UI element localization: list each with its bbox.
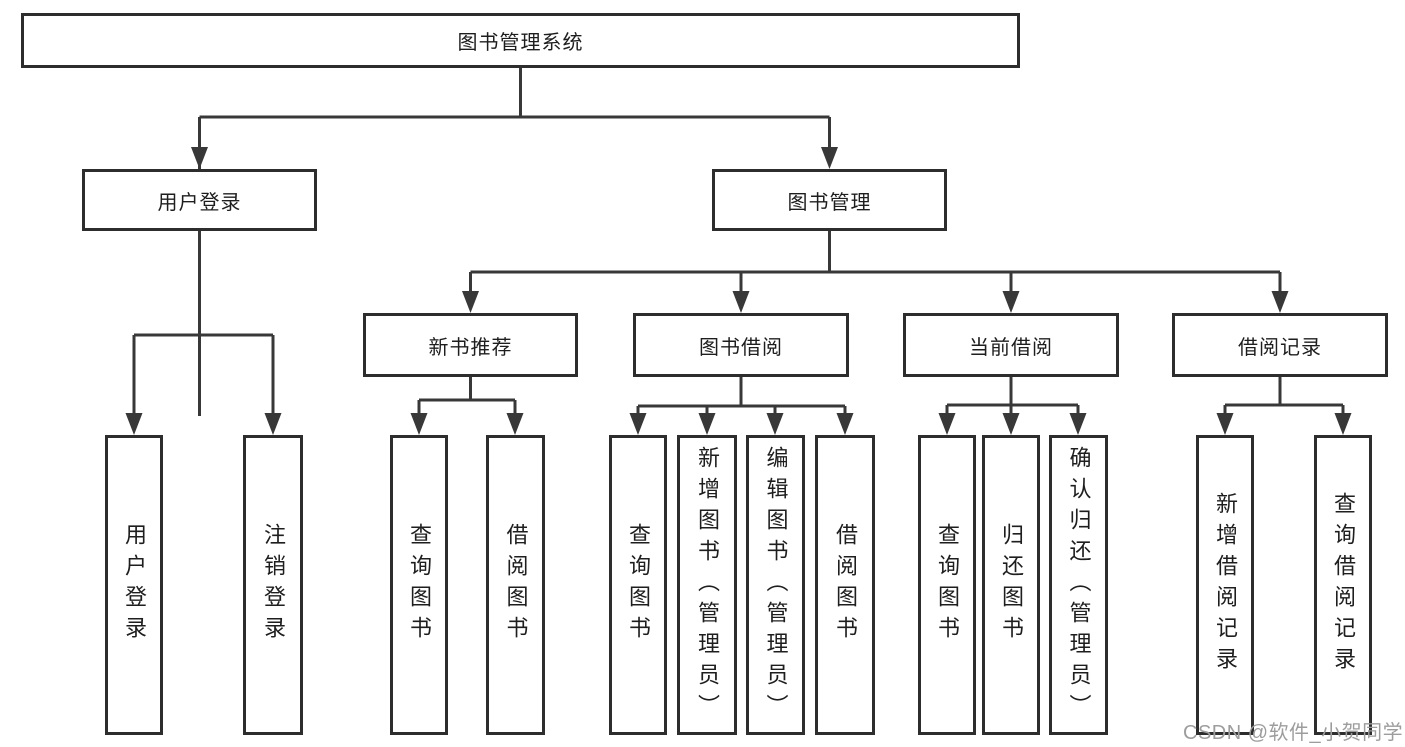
connector-records-to-leaves — [1223, 377, 1345, 416]
connector-current-to-leaves — [945, 377, 1080, 416]
node-label: 新增图书（管理员） — [695, 445, 720, 725]
leaf-query-books-borrowing: 查询图书 — [609, 435, 667, 735]
leaf-add-borrow-record: 新增借阅记录 — [1196, 435, 1254, 735]
node-label: 确认归还（管理员） — [1066, 445, 1092, 725]
leaf-return-books: 归还图书 — [982, 435, 1040, 735]
node-label: 图书管理系统 — [457, 32, 584, 54]
leaf-user-login: 用户登录 — [105, 435, 163, 735]
connector-bookmgmt-to-level3 — [469, 231, 1282, 294]
node-label: 查询图书 — [626, 523, 651, 647]
leaf-query-books-current: 查询图书 — [918, 435, 976, 735]
node-book-borrowing: 图书借阅 — [633, 313, 849, 377]
node-label: 借阅图书 — [503, 523, 529, 647]
node-label: 借阅图书 — [833, 523, 858, 647]
node-current-borrowing: 当前借阅 — [903, 313, 1119, 377]
node-label: 查询图书 — [407, 523, 432, 647]
node-user-login: 用户登录 — [82, 169, 317, 231]
node-new-book-recommendation: 新书推荐 — [363, 313, 578, 377]
node-label: 图书管理 — [787, 191, 872, 214]
node-label: 当前借阅 — [969, 336, 1053, 359]
node-library-management-system: 图书管理系统 — [21, 13, 1020, 68]
connector-userlogin-to-leaves — [132, 231, 275, 416]
leaf-borrow-books: 借阅图书 — [815, 435, 875, 735]
leaf-query-books-recommend: 查询图书 — [390, 435, 448, 735]
node-label: 借阅记录 — [1238, 336, 1322, 359]
leaf-query-borrow-record: 查询借阅记录 — [1314, 435, 1372, 735]
node-borrowing-records: 借阅记录 — [1172, 313, 1388, 377]
watermark-text: CSDN @软件_小贺同学 — [1183, 722, 1404, 744]
node-label: 注销登录 — [261, 523, 286, 647]
leaf-add-books-admin: 新增图书（管理员） — [677, 435, 737, 735]
node-label: 用户登录 — [122, 523, 147, 647]
connector-newbook-to-leaves — [417, 377, 517, 416]
node-label: 查询借阅记录 — [1331, 492, 1356, 678]
node-label: 编辑图书（管理员） — [763, 445, 789, 725]
node-book-management: 图书管理 — [712, 169, 947, 231]
node-label: 新书推荐 — [428, 336, 513, 359]
node-label: 图书借阅 — [699, 336, 783, 359]
leaf-borrow-books-recommend: 借阅图书 — [486, 435, 545, 735]
connector-borrowing-to-leaves — [636, 377, 847, 416]
node-label: 新增借阅记录 — [1213, 492, 1238, 678]
node-label: 用户登录 — [157, 191, 242, 214]
node-label: 归还图书 — [999, 523, 1024, 647]
leaf-confirm-return-admin: 确认归还（管理员） — [1049, 435, 1108, 735]
leaf-logout: 注销登录 — [243, 435, 303, 735]
leaf-edit-books-admin: 编辑图书（管理员） — [746, 435, 805, 735]
node-label: 查询图书 — [935, 523, 960, 647]
